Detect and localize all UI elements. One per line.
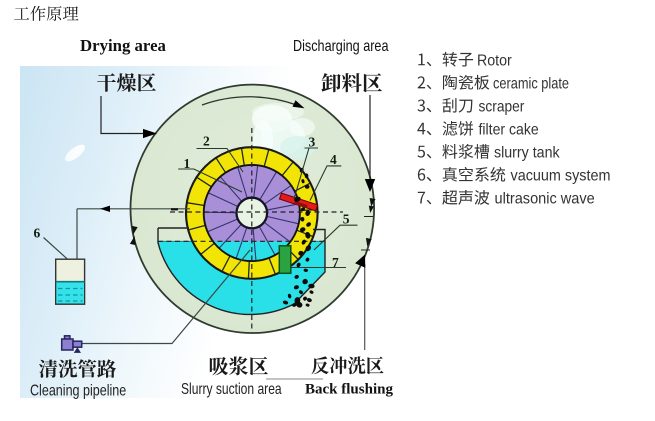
svg-text:2: 2 [203,134,210,149]
svg-text:5: 5 [343,212,350,227]
svg-text:7: 7 [332,255,339,270]
svg-text:Slurry suction area: Slurry suction area [181,380,282,398]
svg-text:scraper: scraper [479,97,525,115]
svg-text:3: 3 [309,135,316,150]
svg-text:1: 1 [184,156,191,171]
svg-text:Rotor: Rotor [477,52,512,70]
svg-text:Drying area: Drying area [80,36,167,55]
svg-text:vacuum system: vacuum system [511,167,611,185]
svg-text:6: 6 [34,226,41,241]
svg-text:Discharging area: Discharging area [293,37,389,55]
svg-text:ultrasonic wave: ultrasonic wave [495,190,595,208]
svg-text:ceramic plate: ceramic plate [493,75,569,93]
svg-text:4: 4 [330,152,337,167]
svg-text:Cleaning pipeline: Cleaning pipeline [30,381,126,399]
svg-text:Back flushing: Back flushing [305,382,393,398]
svg-text:slurry tank: slurry tank [494,144,560,162]
svg-text:filter cake: filter cake [479,121,539,139]
